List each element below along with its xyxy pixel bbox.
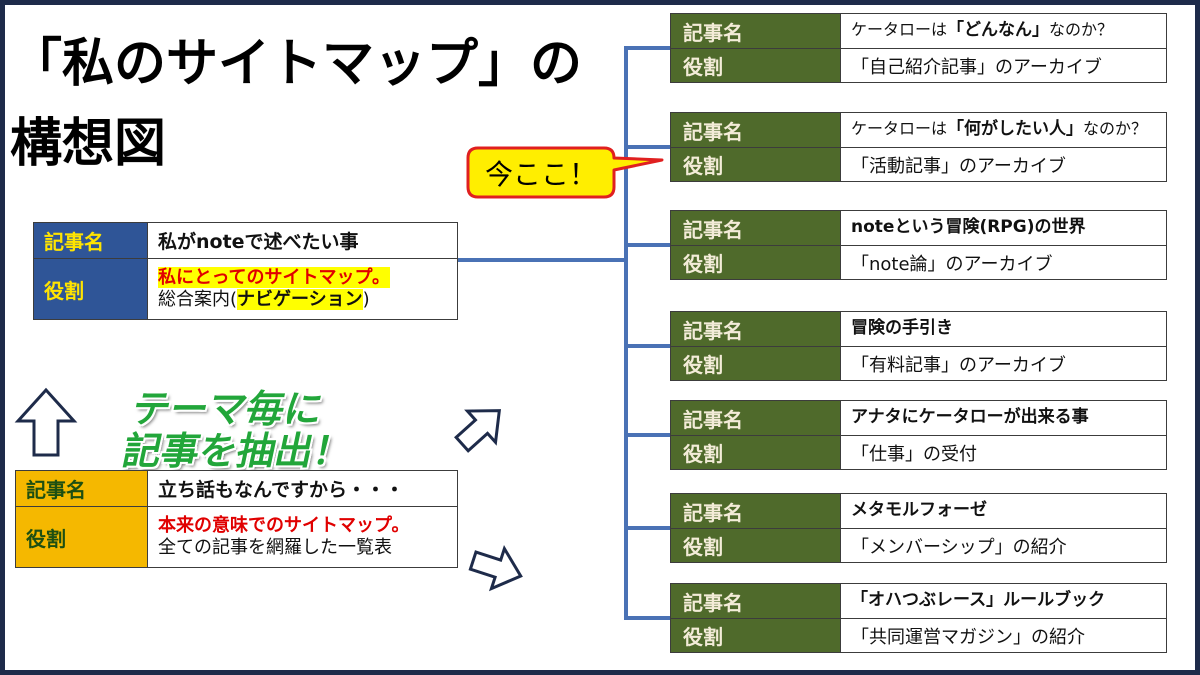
role-value: 「仕事」の受付 bbox=[851, 443, 977, 465]
article-name-emphasis: メタモルフォーゼ bbox=[851, 500, 987, 521]
role-label: 役割 bbox=[671, 619, 841, 652]
article-name-row: 記事名 冒険の手引き bbox=[671, 312, 1166, 346]
theme-caption-line2: 記事を抽出！ bbox=[118, 429, 357, 473]
article-name-label: 記事名 bbox=[671, 401, 841, 435]
article-name-emphasis: アナタにケータローが出来る事 bbox=[851, 407, 1089, 428]
article-name-emphasis: 「オハつぶレース」ルールブック bbox=[851, 590, 1106, 611]
article-name-value: noteという冒険(RPG)の世界 bbox=[841, 211, 1166, 245]
role-label: 役割 bbox=[671, 436, 841, 469]
role-row: 役割 「仕事」の受付 bbox=[671, 435, 1166, 469]
article-name-value: 「オハつぶレース」ルールブック bbox=[841, 584, 1166, 618]
role-line2-prefix: 総合案内( bbox=[158, 289, 238, 310]
role-value: 「共同運営マガジン」の紹介 bbox=[851, 626, 1085, 648]
up-arrow-icon bbox=[14, 387, 78, 457]
article-name-suffix: なのか？ bbox=[1049, 20, 1114, 40]
article-name-value: ケータローは「どんなん」なのか？ bbox=[841, 14, 1166, 48]
article-name-value: 私がnoteで述べたい事 bbox=[158, 231, 359, 253]
role-value: 「note論」のアーカイブ bbox=[851, 253, 1053, 275]
archive-table-2: 記事名 ケータローは「何がしたい人」なのか？ 役割 「活動記事」のアーカイブ bbox=[670, 112, 1167, 182]
article-name-row: 記事名 noteという冒険(RPG)の世界 bbox=[671, 211, 1166, 245]
role-label: 役割 bbox=[671, 529, 841, 562]
role-value: 「自己紹介記事」のアーカイブ bbox=[851, 56, 1102, 78]
article-name-label: 記事名 bbox=[671, 312, 841, 346]
callout-bubble bbox=[466, 146, 664, 199]
archive-table-1: 記事名 ケータローは「どんなん」なのか？ 役割 「自己紹介記事」のアーカイブ bbox=[670, 13, 1167, 83]
article-name-row: 記事名 ケータローは「どんなん」なのか？ bbox=[671, 14, 1166, 48]
role-row: 役割 「活動記事」のアーカイブ bbox=[671, 147, 1166, 181]
page-title-line2: 構想図 bbox=[10, 114, 167, 174]
main-sitemap-table: 記事名 私がnoteで述べたい事 役割 私にとってのサイトマップ。 総合案内(ナ… bbox=[33, 222, 458, 320]
role-value: 本来の意味でのサイトマップ。 全ての記事を網羅した一覧表 bbox=[148, 507, 457, 567]
archive-table-5: 記事名 アナタにケータローが出来る事 役割 「仕事」の受付 bbox=[670, 400, 1167, 470]
article-name-emphasis: 冒険の手引き bbox=[851, 318, 953, 339]
article-name-prefix: ケータローは bbox=[851, 119, 948, 139]
role-value: 「有料記事」のアーカイブ bbox=[851, 354, 1066, 376]
article-name-label: 記事名 bbox=[34, 223, 148, 258]
right-arrow-icon bbox=[468, 545, 523, 592]
archive-table-3: 記事名 noteという冒険(RPG)の世界 役割 「note論」のアーカイブ bbox=[670, 210, 1167, 280]
role-highlight-text: 本来の意味でのサイトマップ。 bbox=[158, 514, 410, 536]
role-row: 役割 「note論」のアーカイブ bbox=[671, 245, 1166, 279]
role-row: 役割 私にとってのサイトマップ。 総合案内(ナビゲーション) bbox=[34, 258, 457, 319]
article-name-label: 記事名 bbox=[671, 494, 841, 528]
role-row: 役割 「共同運営マガジン」の紹介 bbox=[671, 618, 1166, 652]
article-name-emphasis: noteという冒険(RPG)の世界 bbox=[851, 217, 1086, 238]
article-name-row: 記事名 ケータローは「何がしたい人」なのか？ bbox=[671, 113, 1166, 147]
role-row: 役割 本来の意味でのサイトマップ。 全ての記事を網羅した一覧表 bbox=[16, 506, 457, 567]
role-row: 役割 「有料記事」のアーカイブ bbox=[671, 346, 1166, 380]
archive-table-6: 記事名 メタモルフォーゼ 役割 「メンバーシップ」の紹介 bbox=[670, 493, 1167, 563]
article-name-label: 記事名 bbox=[671, 211, 841, 245]
article-name-row: 記事名 立ち話もなんですから・・・ bbox=[16, 471, 457, 506]
role-line2-text: 全ての記事を網羅した一覧表 bbox=[158, 537, 392, 558]
article-name-label: 記事名 bbox=[671, 14, 841, 48]
role-highlight-text: 私にとってのサイトマップ。 bbox=[158, 266, 391, 288]
up-right-arrow-icon bbox=[454, 409, 502, 453]
role-value: 「メンバーシップ」の紹介 bbox=[851, 536, 1067, 558]
theme-extract-caption: テーマ毎に 記事を抽出！ bbox=[118, 387, 365, 473]
role-label: 役割 bbox=[671, 246, 841, 279]
role-label: 役割 bbox=[671, 49, 841, 82]
article-name-label: 記事名 bbox=[16, 471, 148, 506]
article-name-prefix: ケータローは bbox=[851, 20, 948, 40]
role-label: 役割 bbox=[34, 259, 148, 319]
role-row: 役割 「メンバーシップ」の紹介 bbox=[671, 528, 1166, 562]
index-sitemap-table: 記事名 立ち話もなんですから・・・ 役割 本来の意味でのサイトマップ。 全ての記… bbox=[15, 470, 458, 568]
role-value: 「活動記事」のアーカイブ bbox=[851, 155, 1066, 177]
role-label: 役割 bbox=[671, 347, 841, 380]
role-label: 役割 bbox=[671, 148, 841, 181]
article-name-suffix: なのか？ bbox=[1083, 119, 1148, 139]
archive-table-7: 記事名 「オハつぶレース」ルールブック 役割 「共同運営マガジン」の紹介 bbox=[670, 583, 1167, 653]
archive-table-4: 記事名 冒険の手引き 役割 「有料記事」のアーカイブ bbox=[670, 311, 1167, 381]
role-line2-suffix: ) bbox=[362, 289, 370, 310]
role-value: 私にとってのサイトマップ。 総合案内(ナビゲーション) bbox=[148, 259, 457, 319]
callout-label: 今ここ！ bbox=[484, 157, 597, 191]
theme-caption-line1: テーマ毎に bbox=[127, 387, 328, 431]
article-name-value: アナタにケータローが出来る事 bbox=[841, 401, 1166, 435]
article-name-emphasis: 「何がしたい人」 bbox=[947, 119, 1084, 140]
role-label: 役割 bbox=[16, 507, 148, 567]
article-name-emphasis: 「どんなん」 bbox=[947, 20, 1050, 41]
article-name-label: 記事名 bbox=[671, 113, 841, 147]
article-name-label: 記事名 bbox=[671, 584, 841, 618]
article-name-row: 記事名 私がnoteで述べたい事 bbox=[34, 223, 457, 258]
article-name-value: ケータローは「何がしたい人」なのか？ bbox=[841, 113, 1166, 147]
page-title-line1: 「私のサイトマップ」の bbox=[10, 34, 583, 94]
article-name-value: 立ち話もなんですから・・・ bbox=[158, 479, 405, 501]
article-name-row: 記事名 メタモルフォーゼ bbox=[671, 494, 1166, 528]
article-name-value: 冒険の手引き bbox=[841, 312, 1166, 346]
article-name-value: メタモルフォーゼ bbox=[841, 494, 1166, 528]
role-line2-emphasis: ナビゲーション bbox=[237, 289, 363, 310]
article-name-row: 記事名 「オハつぶレース」ルールブック bbox=[671, 584, 1166, 618]
article-name-row: 記事名 アナタにケータローが出来る事 bbox=[671, 401, 1166, 435]
role-row: 役割 「自己紹介記事」のアーカイブ bbox=[671, 48, 1166, 82]
